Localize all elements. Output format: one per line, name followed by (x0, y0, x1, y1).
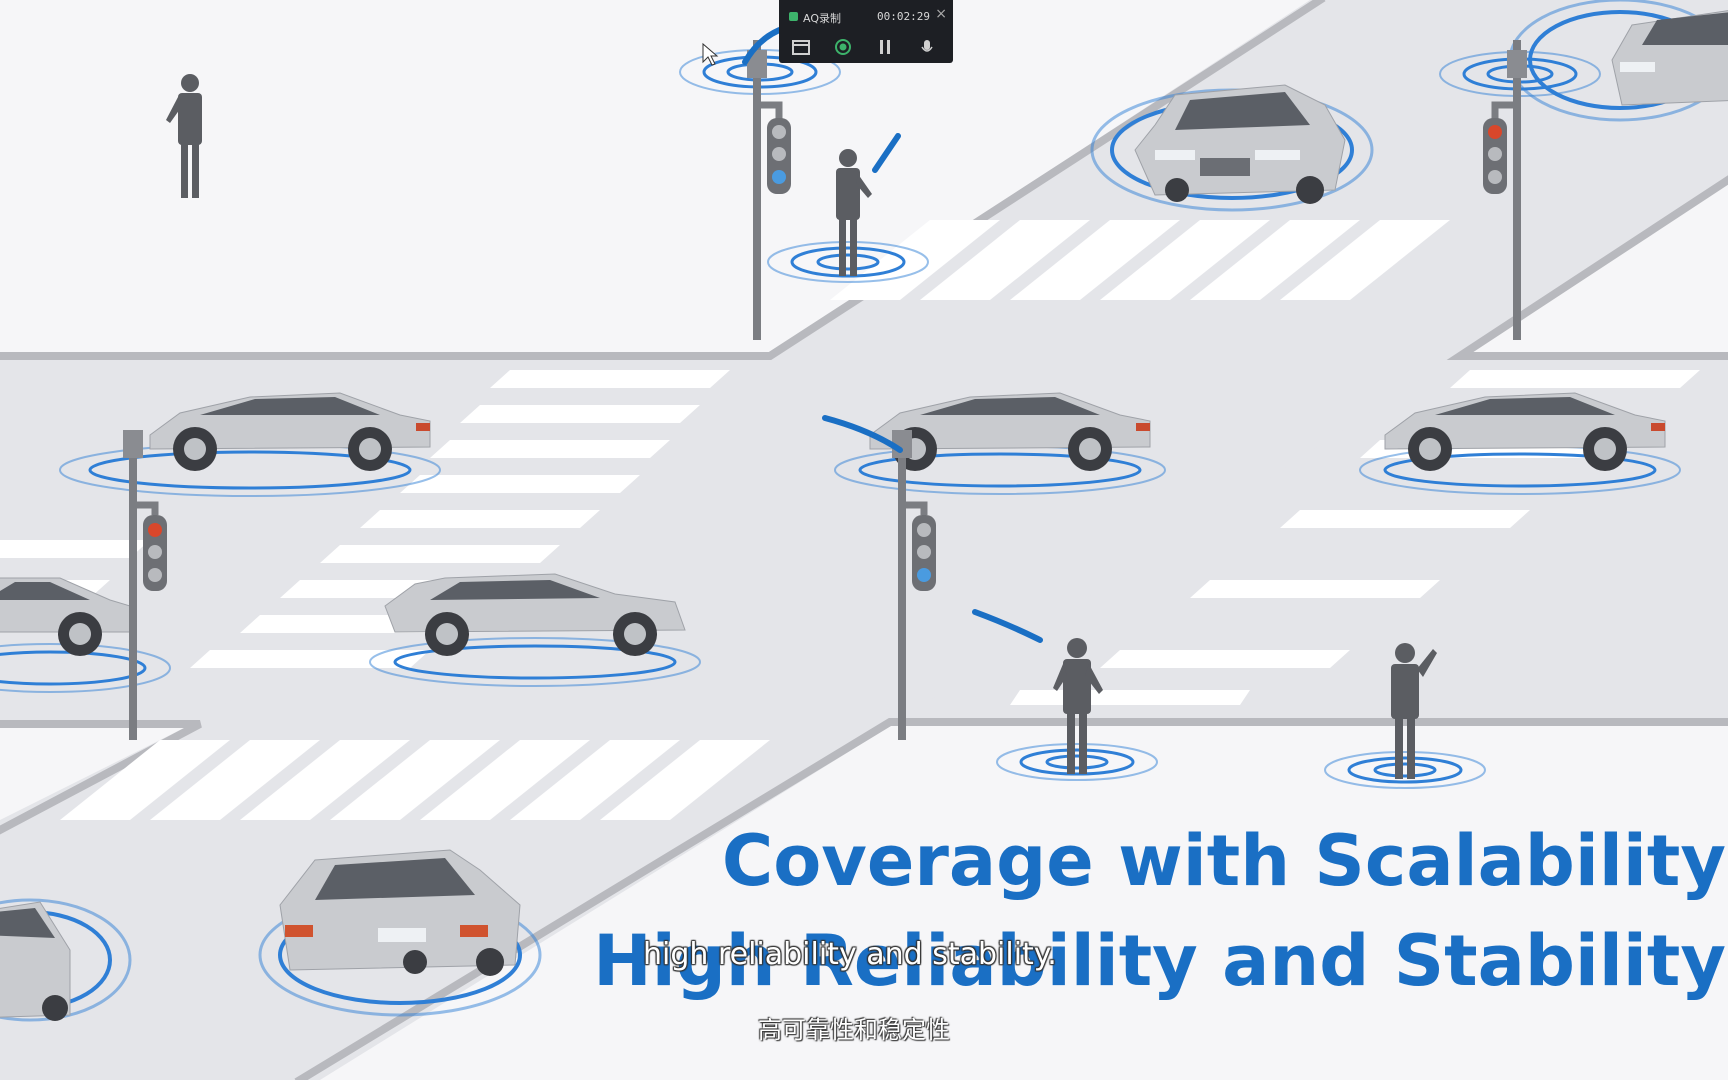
car-side (0, 577, 131, 656)
headline-line-1: Coverage with Scalability (721, 820, 1726, 902)
ring-group (1324, 751, 1486, 789)
recorder-title: AQ录制 (803, 12, 841, 25)
ring-group (0, 643, 171, 693)
car-front (1611, 10, 1728, 106)
car-side (1384, 392, 1666, 471)
ring-group (996, 743, 1158, 781)
close-icon[interactable]: × (935, 6, 947, 22)
pause-icon[interactable] (875, 38, 895, 56)
record-icon[interactable] (833, 38, 853, 56)
subtitle-english: high reliability and stability. (643, 937, 1057, 972)
traffic-light (1483, 40, 1527, 340)
traffic-light (747, 40, 791, 340)
microphone-icon[interactable] (917, 38, 937, 56)
ring-group (767, 241, 929, 283)
traffic-light (892, 430, 936, 740)
car-front (1134, 84, 1346, 204)
cursor-icon (702, 42, 719, 66)
car-rear (0, 901, 71, 1021)
traffic-light (123, 430, 167, 740)
car-side (384, 573, 686, 656)
car-rear (279, 849, 521, 976)
crosswalk-bottom (60, 740, 770, 820)
subtitle-chinese: 高可靠性和稳定性 (758, 1016, 950, 1044)
person (166, 74, 1437, 779)
screen-icon[interactable] (791, 38, 811, 56)
car-side (149, 392, 431, 471)
crosswalk-top (830, 220, 1450, 300)
headline-line-2: High Reliability and Stability (593, 920, 1726, 1002)
recorder-logo-icon (789, 12, 798, 21)
screen-recorder-toolbar: AQ录制 00:02:29 × (779, 0, 953, 63)
recording-timer: 00:02:29 (877, 10, 930, 23)
ring-group (369, 637, 701, 687)
